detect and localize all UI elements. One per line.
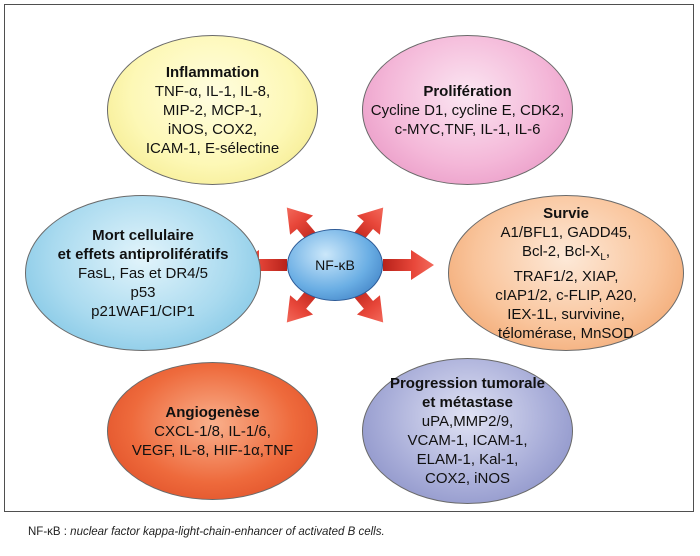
progression-title-line: Progression tumorale <box>389 375 546 392</box>
inflammation-ellipse: Inflammation TNF-α, IL-1, IL-8, MIP-2, M… <box>107 35 318 185</box>
survie-bcl-text: Bcl-2, Bcl-X <box>521 242 601 260</box>
survie-bcl-subscript: L <box>600 251 606 263</box>
progression-ellipse: Progression tumorale et métastase uPA,MM… <box>362 358 573 504</box>
mort-cellulaire-ellipse: Mort cellulaire et effets antiproliférat… <box>25 195 261 351</box>
proliferation-ellipse: Prolifération Cycline D1, cycline E, CDK… <box>362 35 573 185</box>
survie-line: TRAF1/2, XIAP, <box>513 267 619 285</box>
survie-ellipse: Survie A1/BFL1, GADD45, Bcl-2, Bcl-XL, T… <box>448 195 684 351</box>
survie-bcl-comma: , <box>605 242 611 260</box>
progression-title-line: et métastase <box>422 394 513 411</box>
mort-line: FasL, Fas et DR4/5 <box>77 264 209 282</box>
mort-title-line: Mort cellulaire <box>92 226 194 244</box>
mort-line: p21WAF1/CIP1 <box>91 302 195 320</box>
arrow-right <box>383 250 434 280</box>
survie-line: télomérase, MnSOD <box>498 324 634 342</box>
survie-line: A1/BFL1, GADD45, <box>500 223 632 241</box>
progression-line: ELAM-1, Kal-1, <box>416 451 519 468</box>
footnote-term: NF-κB : <box>28 526 71 538</box>
survie-title: Survie <box>543 204 589 222</box>
footnote-definition: nuclear factor kappa-light-chain-enhance… <box>70 526 385 538</box>
proliferation-title: Prolifération <box>423 82 512 100</box>
nfkb-center-ellipse: NF-κB <box>287 229 383 301</box>
proliferation-line: c-MYC,TNF, IL-1, IL-6 <box>394 120 541 138</box>
progression-line: VCAM-1, ICAM-1, <box>407 432 528 449</box>
angiogenese-line: CXCL-1/8, IL-1/6, <box>154 422 271 440</box>
inflammation-line: iNOS, COX2, <box>167 120 258 138</box>
footnote: NF-κB : nuclear factor kappa-light-chain… <box>28 526 385 538</box>
nfkb-label: NF-κB <box>315 257 355 273</box>
angiogenese-ellipse: Angiogenèse CXCL-1/8, IL-1/6, VEGF, IL-8… <box>107 362 318 500</box>
survie-line: cIAP1/2, c-FLIP, A20, <box>495 286 637 304</box>
inflammation-line: TNF-α, IL-1, IL-8, <box>154 82 271 100</box>
mort-title-line: et effets antiprolifératifs <box>57 245 229 263</box>
figure-frame <box>4 4 694 512</box>
mort-line: p53 <box>130 283 156 301</box>
proliferation-line: Cycline D1, cycline E, CDK2, <box>370 101 565 119</box>
survie-line-bcl: Bcl-2, Bcl-XL, <box>522 242 610 267</box>
progression-line: COX2, iNOS <box>424 470 511 487</box>
inflammation-line: ICAM-1, E-sélectine <box>145 139 280 157</box>
progression-line: uPA,MMP2/9, <box>421 413 514 430</box>
angiogenese-line: VEGF, IL-8, HIF-1α,TNF <box>131 441 294 459</box>
inflammation-line: MIP-2, MCP-1, <box>162 101 263 119</box>
angiogenese-title: Angiogenèse <box>165 403 260 421</box>
survie-line: IEX-1L, survivine, <box>507 305 625 323</box>
inflammation-title: Inflammation <box>165 63 260 81</box>
